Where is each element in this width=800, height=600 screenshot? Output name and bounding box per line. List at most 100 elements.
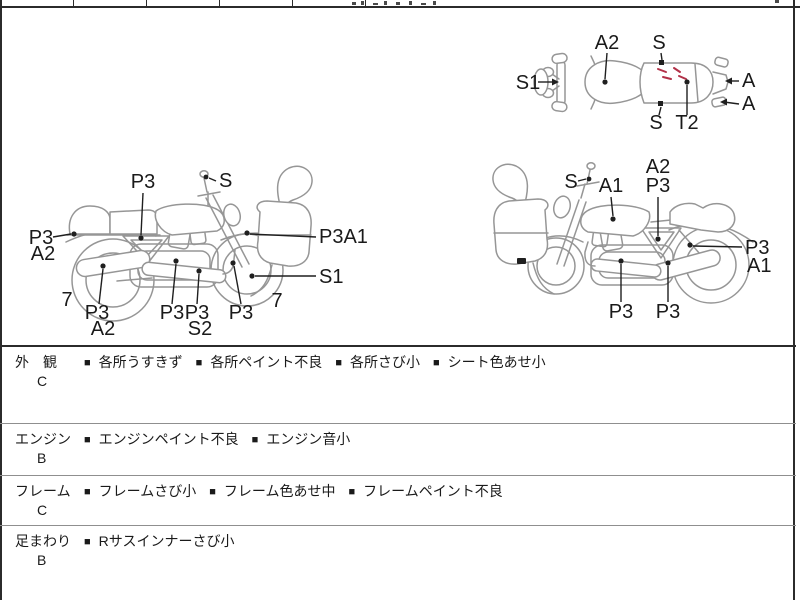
label-front-wheel-s1: S1 [319,266,343,288]
marker-dot [71,231,77,237]
fuel-tank [584,59,647,105]
motorcycle-left-side-diagram: S A1 A2 P3 P3 A1 P3 P3 [492,156,771,323]
seat [639,62,714,104]
fairing-reflector [517,258,526,264]
marker-dot [602,79,608,85]
step-marker-top [659,60,664,65]
fork-tube [205,197,243,268]
arrowhead [725,77,732,85]
fairing-body [493,198,549,265]
inspection-item-text: フレームペイント不良 [363,483,503,499]
seat-scratch-mark [678,75,687,80]
label-rear-fender-a2: A2 [31,243,55,265]
marker-dot [244,230,250,236]
label-step-bottom-s: S [649,112,662,134]
seat-scratch-mark [662,76,672,80]
label-mirror-s: S [564,171,577,193]
leader-line [52,233,72,238]
leader-line [577,178,587,182]
step-marker-bottom [658,101,663,106]
exhaust-downtube [584,241,596,267]
grade-undercarriage: B [37,552,47,568]
seat-seam [694,63,699,103]
marker-dot [586,176,592,182]
category-engine: エンジン [15,431,71,447]
label-front-s1: S1 [516,72,540,94]
frame-triangle-inner [648,231,675,251]
leader-line [658,106,662,116]
clipped-text-fragment [352,2,356,5]
inspection-item-text: 各所ペイント不良 [210,354,323,370]
header-column-divider [365,0,366,6]
marker-dot [610,216,616,222]
leader-line [140,192,144,236]
label-rear-a-upper: A [742,70,756,92]
category-frame: フレーム [15,483,71,499]
marker-dot [138,235,144,241]
table-top-line [0,345,796,347]
frame-top-tube [650,219,672,223]
label-front-tire-7: 7 [271,290,282,312]
label-muffler-p3: P3 [85,302,109,324]
motorcycle-top-view-diagram: S1 A2 S S T2 A A [516,32,756,134]
front-wheel [527,237,585,295]
inspection-item: ■各所さび小 [335,352,420,372]
marker-dot [173,258,179,264]
square-bullet-icon: ■ [84,486,91,498]
square-bullet-icon: ■ [84,357,91,369]
inspection-item: ■ エンジン音小 [252,429,351,449]
square-bullet-icon: ■ [251,434,259,446]
square-bullet-icon: ■ [432,357,440,369]
handlebar [197,191,221,197]
frame-triangle-inner [130,239,163,257]
marker-dot [100,263,106,269]
grade-exterior: C [37,373,48,389]
label-rear-fender-p3: P3 [29,227,53,249]
exhaust-pipe [141,261,227,284]
label-muffler-a2: A2 [91,318,115,340]
clipped-text-fragment [775,0,779,3]
headlight [552,195,572,219]
marker-dot [618,258,624,264]
label-rear-tire-7: 7 [61,289,72,311]
tail-cowl [68,205,111,235]
inspection-item: ■エンジンペイント不良 [84,429,239,449]
motorcycle-right-side-diagram: P3 S P3 A2 7 P3 A2 P3 P3 S2 P3 7 S1 P3A1 [29,165,368,340]
inspection-item: ■フレームさび小 [84,481,196,501]
fork-tube [212,194,250,265]
label-frame-p3: P3 [646,175,670,197]
leader-line [98,268,104,305]
inspection-item-text: エンジン音小 [266,431,351,447]
label-frame-a2: A2 [646,156,670,178]
seat-scratch-mark [657,68,667,73]
label-fork-p3: P3 [229,302,253,324]
marker-dot [665,260,671,266]
fairing-tail [532,262,555,295]
muffler [75,249,151,278]
right-border [793,0,795,600]
label-rear-a-lower: A [742,93,756,115]
header-column-divider [219,0,220,6]
frame-triangle [640,227,682,259]
clipped-text-fragment [384,1,387,5]
label-engine-p3: P3 [160,302,184,324]
label-rear-fender-p3: P3 [745,237,769,259]
inspection-item-text: 各所うすきず [98,354,183,370]
leader-line [208,177,217,182]
leader-line [233,265,242,305]
seat-scratch-mark [673,67,681,73]
exhaust-downtube [222,249,236,275]
marker-dot [230,260,236,266]
rear-wheel-rim [85,252,141,308]
fork-tube [563,201,587,267]
leader-line [171,263,177,305]
arrowhead [720,98,727,106]
clipped-text-fragment [361,1,364,5]
leader-line [692,245,743,248]
label-step-top-s: S [652,32,665,54]
clipped-text-fragment [433,1,436,5]
handlebar [576,181,600,187]
marker-dot [687,242,693,248]
inspection-item-text: Rサスインナーさび小 [98,533,235,549]
handlebar-grip-right [551,100,568,113]
